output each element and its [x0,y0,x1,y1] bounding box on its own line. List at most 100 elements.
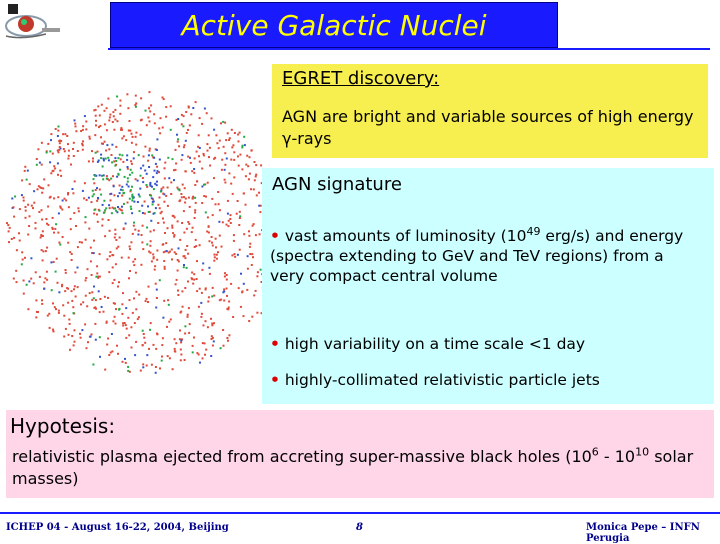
sky-source-point [100,157,103,160]
sky-source-point [14,195,17,198]
hypothesis-text-mid: - 10 [598,447,636,466]
sky-source-point [47,205,50,208]
sky-source-point [24,165,27,168]
sky-source-point [108,271,111,274]
sky-source-point [21,258,24,261]
sky-source-point [151,200,154,203]
sky-source-point [180,123,183,126]
sky-source-point [136,179,139,182]
sky-source-point [15,269,18,272]
sky-source-point [190,113,193,116]
sky-source-point [143,336,146,339]
sky-source-point [40,209,43,212]
sky-source-point [245,163,248,166]
sky-source-point [119,208,122,211]
sky-source-point [255,173,258,176]
sky-source-point [78,241,81,244]
sky-source-point [112,254,115,257]
sky-source-point [84,221,87,224]
sky-source-point [149,251,152,254]
sky-source-point [124,361,127,364]
sky-source-point [62,148,65,150]
sky-source-point [206,230,209,233]
sky-source-point [125,307,128,310]
sky-source-point [51,226,54,229]
sky-source-point [198,155,200,158]
sky-source-point [228,139,231,141]
sky-source-point [98,253,101,256]
sky-source-point [224,163,227,166]
sky-source-point [133,221,135,224]
sky-source-point [162,221,165,224]
sky-source-point [177,247,180,250]
sky-source-point [188,222,191,225]
sky-source-point [176,133,178,136]
sky-source-point [215,253,218,256]
sky-source-point [167,303,170,306]
sky-source-point [141,204,144,207]
sky-source-point [18,239,21,242]
sky-source-point [89,246,92,249]
sky-source-point [223,178,226,181]
sky-source-point [139,119,142,122]
sky-source-point [164,232,166,234]
sky-source-point [162,217,164,220]
sky-source-point [209,164,212,167]
sky-source-point [48,312,51,315]
hypothesis-text-pre: relativistic plasma ejected from accreti… [12,447,592,466]
sky-source-point [193,171,196,174]
sky-source-point [155,288,158,291]
sky-source-point [61,208,64,211]
sky-source-point [128,120,131,122]
sky-source-point [121,360,124,363]
sky-source-point [163,167,166,170]
sky-map-outline [5,91,285,375]
sky-source-point [42,250,45,253]
sky-source-point [126,201,129,204]
sky-source-point [35,299,38,302]
sky-source-point [154,207,157,210]
hypothesis-exp2: 10 [635,445,650,459]
sky-source-point [111,350,114,353]
sky-source-point [52,302,54,305]
sky-source-point [110,212,113,215]
sky-source-point [119,158,122,161]
sky-source-point [119,112,122,115]
sky-source-point [224,272,226,275]
sky-source-point [99,355,101,358]
sky-source-point [183,196,185,199]
sky-source-point [90,274,93,276]
sky-source-point [107,337,110,340]
sky-source-point [112,115,115,118]
sky-source-point [160,187,163,190]
sky-source-point [90,201,93,204]
sky-source-point [183,231,186,234]
sky-source-point [159,367,161,370]
sky-source-point [59,169,62,172]
hypothesis-heading: Hypotesis: [10,414,116,438]
sky-source-point [128,277,130,280]
sky-source-point [118,308,121,311]
sky-source-point [47,142,50,145]
sky-source-point [95,307,97,310]
sky-source-point [97,275,100,278]
sky-source-point [74,122,77,125]
sky-source-point [117,173,120,176]
sky-source-point [94,306,97,309]
sky-source-point [122,227,125,230]
sky-source-point [198,244,201,247]
sky-source-point [107,296,109,299]
sky-source-point [184,201,187,204]
item1-exponent: 49 [526,224,541,238]
sky-source-point [57,311,60,314]
sky-source-point [86,268,89,271]
sky-source-point [224,152,227,155]
sky-source-point [207,134,210,137]
sky-source-point [72,306,75,309]
sky-source-point [185,266,188,269]
sky-source-point [151,154,154,157]
sky-source-point [67,157,70,160]
sky-source-point [158,158,161,161]
sky-source-point [156,165,159,168]
sky-source-point [64,290,67,293]
